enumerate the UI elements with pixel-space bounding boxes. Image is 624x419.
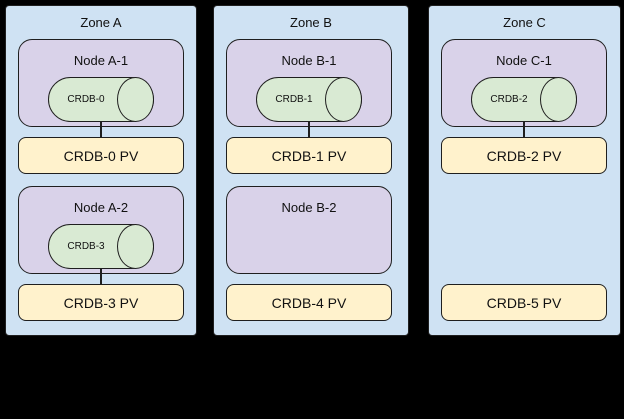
zone-a-label: Zone A [80, 15, 122, 30]
node-a-2-label: Node A-2 [73, 200, 129, 215]
pv-crdb-4: CRDB-4 PV [226, 284, 392, 321]
node-a-1: Node A-1 CRDB-0 [18, 39, 184, 127]
pod-cylinder-crdb-1: CRDB-1 [256, 77, 362, 122]
node-c-1-label: Node C-1 [496, 53, 552, 68]
cylinder-end-cap [117, 224, 154, 269]
pv-crdb-0: CRDB-0 PV [18, 137, 184, 174]
pod-crdb-1-label: CRDB-1 [275, 94, 313, 105]
zone-b: Zone B Node B-1 CRDB-1 CRDB-1 PV Node B-… [213, 5, 409, 336]
zone-a: Zone A Node A-1 CRDB-0 CRDB-0 PV Node A-… [5, 5, 197, 336]
connector-node-c-1-to-pv [523, 122, 525, 138]
pod-crdb-2-label: CRDB-2 [490, 94, 528, 105]
node-a-1-label: Node A-1 [73, 53, 129, 68]
zone-c-label: Zone C [503, 15, 546, 30]
pod-crdb-0-label: CRDB-0 [67, 94, 105, 105]
connector-node-a-2-to-pv [100, 269, 102, 285]
node-c-1: Node C-1 CRDB-2 [441, 39, 607, 127]
zone-b-label: Zone B [290, 15, 332, 30]
node-b-2: Node B-2 [226, 186, 392, 274]
pod-crdb-3-label: CRDB-3 [67, 241, 105, 252]
node-a-2: Node A-2 CRDB-3 [18, 186, 184, 274]
pv-crdb-1: CRDB-1 PV [226, 137, 392, 174]
pv-crdb-3: CRDB-3 PV [18, 284, 184, 321]
node-b-1: Node B-1 CRDB-1 [226, 39, 392, 127]
node-b-2-label: Node B-2 [281, 200, 337, 215]
pv-crdb-5: CRDB-5 PV [441, 284, 607, 321]
pod-cylinder-crdb-2: CRDB-2 [471, 77, 577, 122]
cylinder-end-cap [540, 77, 577, 122]
zone-c: Zone C Node C-1 CRDB-2 CRDB-2 PV CRDB-5 … [428, 5, 621, 336]
connector-node-b-1-to-pv [308, 122, 310, 138]
node-b-1-label: Node B-1 [281, 53, 337, 68]
cylinder-end-cap [117, 77, 154, 122]
connector-node-a-1-to-pv [100, 122, 102, 138]
pv-crdb-2: CRDB-2 PV [441, 137, 607, 174]
cylinder-end-cap [325, 77, 362, 122]
pod-cylinder-crdb-3: CRDB-3 [48, 224, 154, 269]
pod-cylinder-crdb-0: CRDB-0 [48, 77, 154, 122]
